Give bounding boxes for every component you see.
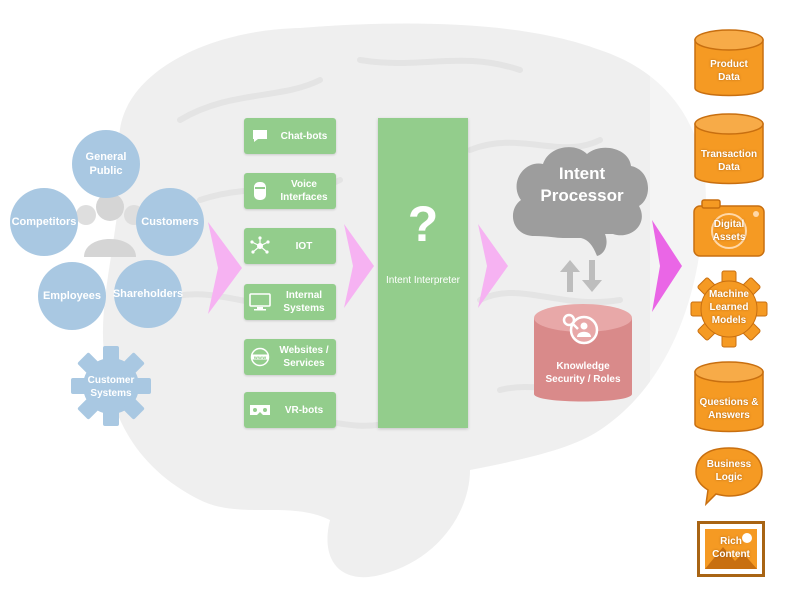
channel-label: Voice Interfaces [280,179,328,203]
channel-internal-systems: Internal Systems [244,284,336,320]
machine-learned-models-label: Machine Learned Models [708,289,749,326]
intent-processor-label: Intent Processor [540,164,624,205]
camera-icon [693,199,765,257]
svg-text:www: www [254,356,266,361]
stakeholder-employees: Employees [38,262,106,330]
transaction-data-database [694,113,764,185]
bidirectional-arrows-icon [560,260,602,292]
stakeholder-general-public: General Public [72,130,140,198]
key-user-icon [562,313,599,345]
channel-voice-interfaces: Voice Interfaces [244,173,336,209]
channel-label: Chat-bots [280,130,328,142]
flow-arrow-3 [478,224,508,308]
digital-assets-label: Digital Assets [712,219,746,243]
flow-arrow-4 [652,220,682,312]
customer-systems-label: Customer Systems [87,375,135,399]
product-data-database [694,29,764,97]
stakeholder-customers: Customers [136,188,204,256]
voice-speaker-icon [248,181,272,201]
flow-arrow-1 [208,222,242,314]
knowledge-label: Knowledge Security / Roles [545,361,621,385]
channel-vr-bots: VR-bots [244,392,336,428]
machine-learned-models-gear [690,270,768,348]
picture-frame-icon [697,521,765,577]
iot-network-icon [248,236,272,256]
business-logic-speech-bubble [695,447,763,507]
www-globe-icon: www [248,347,272,367]
intent-processor-cloud [512,147,649,256]
monitor-icon [248,293,272,311]
chat-icon [248,129,272,143]
channel-label: Websites / Services [279,345,329,369]
channel-chat-bots: Chat-bots [244,118,336,154]
customer-systems-gear [71,346,151,426]
stakeholder-competitors: Competitors [10,188,78,256]
intent-interpreter-panel [378,118,468,428]
business-logic-label: Business Logic [706,459,752,483]
channel-iot: IOT [244,228,336,264]
stakeholder-shareholders: Shareholders [113,260,183,328]
channel-label: IOT [295,240,313,252]
product-data-label: Product Data [710,59,748,83]
channel-label: Internal Systems [283,290,325,314]
channel-websites-services: www Websites / Services [244,339,336,375]
question-mark-icon: ? [407,196,439,252]
questions-answers-database [694,361,764,433]
questions-answers-label: Questions & Answers [699,397,759,421]
transaction-data-label: Transaction Data [700,149,758,173]
flow-arrow-2 [344,224,374,308]
intent-interpreter-label: Intent Interpreter [386,275,460,286]
rich-content-label: Rich Content [712,536,750,560]
vr-headset-icon [248,403,272,417]
channel-label: VR-bots [284,404,324,416]
